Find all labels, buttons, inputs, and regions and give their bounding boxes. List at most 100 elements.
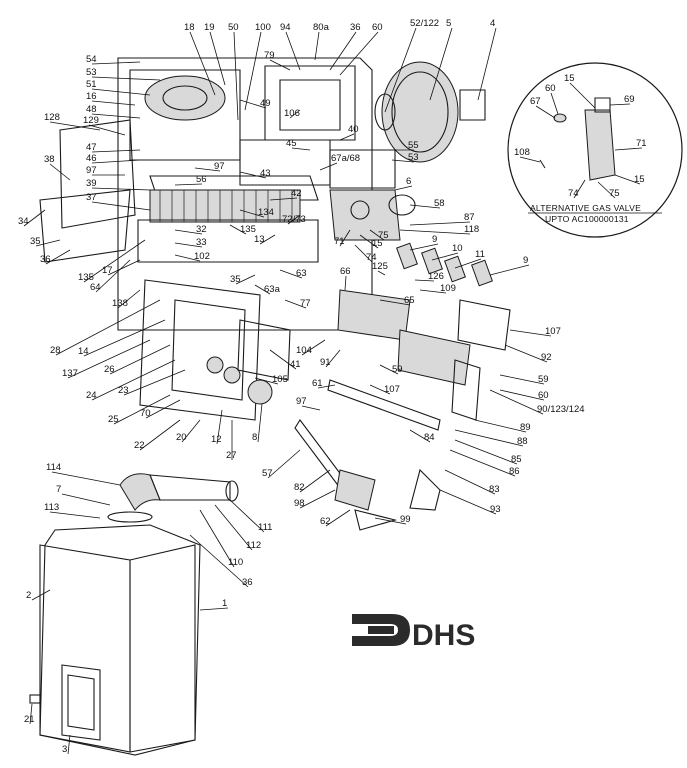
callout-c-110: 110 <box>228 557 243 568</box>
leader-c-71a <box>339 229 351 247</box>
callout-c-135b: 135 <box>78 272 94 283</box>
callout-c-60b: 60 <box>538 390 549 401</box>
control-fascia <box>171 299 246 401</box>
leader-c-42 <box>269 197 298 201</box>
leader-c-83 <box>444 469 496 495</box>
callout-c-43: 43 <box>260 168 271 179</box>
leader-c-58 <box>409 204 441 209</box>
expansion-vessel-body <box>381 61 459 163</box>
fan-assembly <box>144 75 226 121</box>
gas-valve-body <box>329 189 401 241</box>
leader-c-54 <box>91 61 141 65</box>
leader-c-118 <box>399 229 471 235</box>
leader-c-23 <box>123 369 186 396</box>
callout-c-84: 84 <box>424 432 435 443</box>
leader-c-61 <box>317 384 336 389</box>
upper-casing <box>39 57 373 331</box>
leader-c-46 <box>91 159 141 164</box>
callout-c-52-122: 52/122 <box>410 18 439 29</box>
leader-c-94 <box>285 31 301 71</box>
callout-c-1: 1 <box>222 598 227 609</box>
callout-c-4: 4 <box>490 18 495 29</box>
vessel-bracket <box>459 89 486 121</box>
leader-c-51 <box>91 88 151 96</box>
inset-valve-body <box>584 109 616 181</box>
callout-c-3: 3 <box>62 744 67 755</box>
callout-c-100: 100 <box>255 22 271 33</box>
leader-c-79 <box>269 59 291 71</box>
leader-c-84 <box>409 429 431 443</box>
callout-c-33: 33 <box>196 237 207 248</box>
callout-i-71: 71 <box>636 138 647 149</box>
callout-c-47: 47 <box>86 142 97 153</box>
callout-c-83: 83 <box>489 484 500 495</box>
leader-c-36c <box>189 534 249 588</box>
callout-c-57: 57 <box>262 468 273 479</box>
inner-panel <box>239 139 331 186</box>
callout-c-7: 7 <box>56 484 61 495</box>
return-pipe <box>409 468 441 511</box>
callout-c-19: 19 <box>204 22 215 33</box>
leader-c-22 <box>139 419 181 451</box>
access-door-window <box>67 674 95 731</box>
leader-c-98 <box>299 489 336 509</box>
inset-gas-valve: ALTERNATIVE GAS VALVE UPTO AC100000131 <box>507 62 683 238</box>
callout-c-125: 125 <box>372 261 388 272</box>
heat-exchanger <box>149 189 301 223</box>
leader-c-97b <box>194 167 221 172</box>
callout-c-113: 113 <box>44 502 59 513</box>
leader-c-82 <box>299 469 331 493</box>
callout-c-40: 40 <box>348 124 359 135</box>
leader-i-15b <box>614 174 641 185</box>
flow-pipe <box>327 379 441 431</box>
callout-c-36b: 36 <box>40 254 51 265</box>
leader-c-135b <box>83 239 146 283</box>
leader-c-40 <box>339 133 355 141</box>
bottom-tray <box>39 189 131 263</box>
pcb-housing <box>329 149 396 189</box>
logo-bar <box>368 626 394 634</box>
callout-c-128: 128 <box>44 112 60 123</box>
callout-c-10: 10 <box>452 243 463 254</box>
flue-gasket <box>107 511 153 523</box>
leader-c-92 <box>504 344 548 363</box>
leader-c-50 <box>233 31 239 121</box>
callout-c-18: 18 <box>184 22 195 33</box>
inset-title-line1: ALTERNATIVE GAS VALVE <box>530 203 641 213</box>
gas-valve-knob <box>350 200 370 220</box>
dhs-logo: DHS <box>352 614 475 652</box>
leader-c-105 <box>254 377 279 385</box>
callout-c-53a: 53 <box>86 67 97 78</box>
leader-c-28 <box>55 299 161 356</box>
leader-c-135a <box>229 224 247 235</box>
leader-c-89 <box>474 419 527 433</box>
leader-c-12 <box>216 409 223 445</box>
leader-c-10 <box>431 252 459 261</box>
safety-valve <box>334 469 376 511</box>
callout-c-20: 20 <box>176 432 187 443</box>
callout-c-59b: 59 <box>538 374 549 385</box>
leader-i-74 <box>573 179 586 199</box>
leader-c-65 <box>379 299 411 306</box>
callout-c-13: 13 <box>254 234 265 245</box>
leader-c-38 <box>49 163 71 181</box>
callout-c-65: 65 <box>404 295 415 306</box>
callout-c-135a: 135 <box>240 224 256 235</box>
callout-c-22: 22 <box>134 440 145 451</box>
chamber-window <box>279 79 341 131</box>
leader-c-75a <box>369 229 385 241</box>
control-panel-frame <box>139 279 261 421</box>
leader-c-109 <box>419 289 447 294</box>
callout-c-41: 41 <box>290 359 301 370</box>
callout-c-8: 8 <box>252 432 257 443</box>
leader-c-14 <box>83 319 166 357</box>
callout-i-15b: 15 <box>634 174 645 185</box>
case-outline <box>39 524 201 756</box>
leader-c-66 <box>344 275 347 291</box>
callout-c-17: 17 <box>102 265 113 276</box>
flue-pipe <box>149 474 231 501</box>
callout-c-134: 134 <box>258 207 274 218</box>
callout-c-60a: 60 <box>372 22 383 33</box>
callout-c-92: 92 <box>541 352 552 363</box>
callout-i-15a: 15 <box>564 73 575 84</box>
